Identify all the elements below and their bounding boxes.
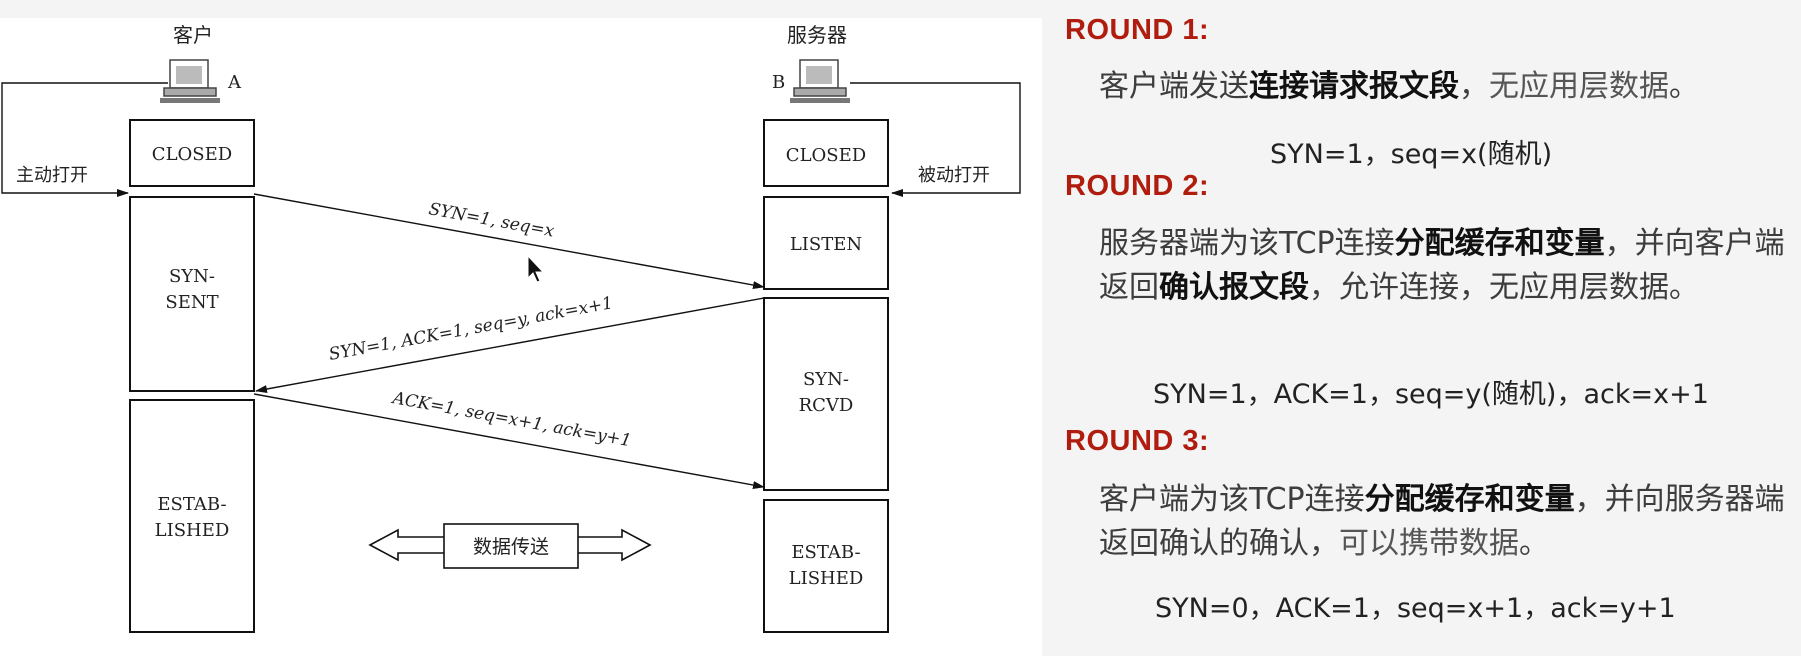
active-open-label: 主动打开 (16, 165, 88, 186)
server-state-established-line2: LISHED (789, 568, 864, 589)
round3-title: ROUND 3: (1065, 425, 1210, 457)
client-state-syn-sent-line2: SENT (165, 292, 218, 313)
msg1-arrow (253, 193, 765, 289)
round3-description: 客户端为该TCP连接分配缓存和变量，并向服务器端返回确认的确认，可以携带数据。 (1099, 478, 1789, 566)
passive-open-line (850, 82, 1021, 197)
server-state-closed: CLOSED (786, 145, 866, 166)
client-state-closed: CLOSED (152, 144, 232, 165)
client-state-syn-sent-box (129, 196, 255, 392)
round3-text-b: ，并向服务器端返回确认的确认， (1099, 482, 1785, 561)
round3-bold-a: 分配缓存和变量 (1364, 482, 1575, 517)
round3-light-a: 可以携带数据 (1339, 526, 1519, 561)
round1-text-a: 客户端发送 (1099, 69, 1249, 104)
mouse-cursor-icon (527, 254, 545, 283)
server-state-established-line1: ESTAB- (791, 542, 860, 563)
client-state-established-line1: ESTAB- (157, 494, 226, 515)
server-state-syn-rcvd-line2: RCVD (799, 395, 854, 416)
round3-text-c: 。 (1519, 526, 1549, 561)
round1-bold-a: 连接请求报文段 (1249, 69, 1459, 104)
server-state-closed-box (763, 119, 889, 187)
client-state-established-line2: LISHED (155, 520, 230, 541)
client-state-established-box (129, 399, 255, 633)
msg2-arrow (255, 297, 765, 393)
explanation-panel: ROUND 1: 客户端发送连接请求报文段，无应用层数据。 SYN=1，seq=… (1055, 0, 1801, 656)
server-state-listen-box (763, 196, 889, 290)
round2-description: 服务器端为该TCP连接分配缓存和变量，并向客户端返回确认报文段，允许连接，无应用… (1099, 222, 1789, 310)
round1-text-b: ， (1459, 69, 1489, 104)
round2-text-a: 服务器端为该TCP连接 (1099, 226, 1395, 261)
client-letter: A (227, 72, 242, 93)
client-state-closed-box (129, 119, 255, 187)
round3-text-a: 客户端为该TCP连接 (1099, 482, 1365, 517)
server-state-listen: LISTEN (790, 234, 862, 255)
server-state-established-box (763, 499, 889, 633)
msg2-label: SYN=1, ACK=1, seq=y, ack=x+1 (327, 293, 614, 365)
msg1-label: SYN=1, seq=x (427, 199, 556, 241)
round3-params: SYN=0，ACK=1，seq=x+1，ack=y+1 (1155, 593, 1676, 624)
msg3-arrow (253, 393, 765, 489)
round1-text-c: 。 (1669, 69, 1699, 104)
round2-params: SYN=1，ACK=1，seq=y(随机)，ack=x+1 (1153, 379, 1709, 410)
passive-open-label: 被动打开 (918, 165, 990, 186)
client-state-syn-sent-line1: SYN- (169, 266, 215, 287)
round1-title: ROUND 1: (1065, 14, 1210, 46)
server-state-syn-rcvd-line1: SYN- (803, 369, 849, 390)
round2-bold-a: 分配缓存和变量 (1394, 226, 1605, 261)
data-transfer-label: 数据传送 (473, 536, 549, 558)
round2-text-b: ，并向客户端返回 (1099, 226, 1785, 305)
server-computer-icon (790, 59, 850, 103)
client-host-label: 客户 (173, 23, 213, 47)
round1-light-a: 无应用层数据 (1489, 69, 1669, 104)
active-open-line (1, 82, 168, 197)
server-host-label: 服务器 (787, 23, 847, 47)
server-letter: B (772, 72, 785, 93)
round2-title: ROUND 2: (1065, 170, 1210, 202)
round1-params: SYN=1，seq=x(随机) (1270, 139, 1553, 170)
msg3-label: ACK=1, seq=x+1, ack=y+1 (389, 388, 633, 451)
round2-text-c: ，允许连接，无应用层数据。 (1309, 270, 1699, 305)
round2-bold-b: 确认报文段 (1159, 270, 1309, 305)
handshake-diagram-panel: 客户 A 服务器 B 主动打开 被动打开 CLOSED SYN- SENT ES… (0, 18, 1042, 656)
round1-description: 客户端发送连接请求报文段，无应用层数据。 (1099, 65, 1789, 109)
client-computer-icon (160, 59, 220, 103)
handshake-diagram: 客户 A 服务器 B 主动打开 被动打开 CLOSED SYN- SENT ES… (1, 23, 1021, 633)
server-state-syn-rcvd-box (763, 297, 889, 491)
data-transfer-box (443, 523, 579, 569)
